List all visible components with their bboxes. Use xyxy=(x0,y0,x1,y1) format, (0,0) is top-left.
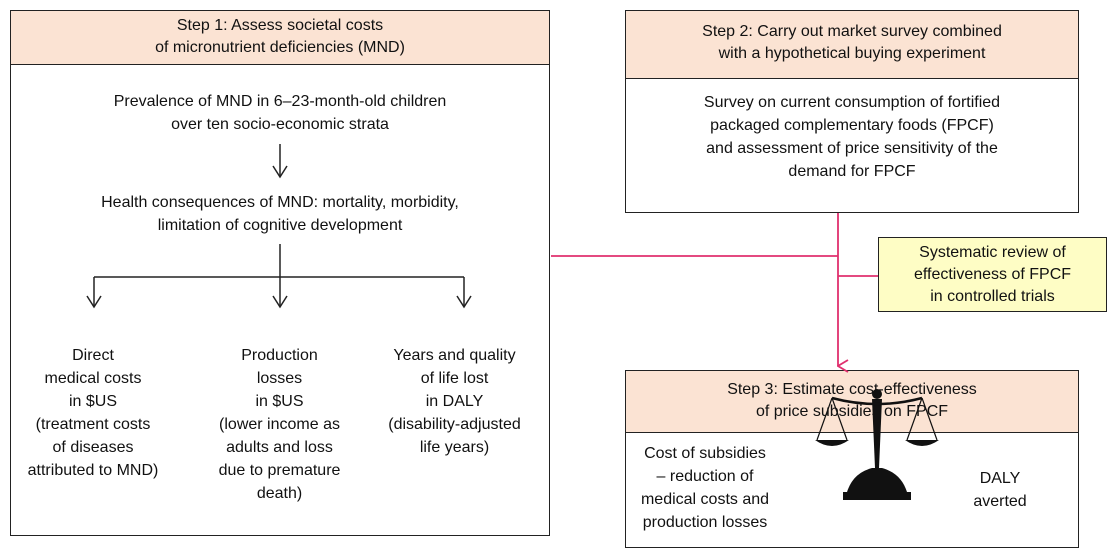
step1-header: Step 1: Assess societal costs of micronu… xyxy=(11,11,549,65)
step3-daly-averted: DALY averted xyxy=(973,470,1027,510)
branch-direct-medical-costs: Direct medical costs in $US (treatment c… xyxy=(27,347,159,479)
branch-daly-lost: Years and quality of life lost in DALY (… xyxy=(388,347,521,456)
step2-box: Step 2: Carry out market survey combined… xyxy=(625,10,1079,213)
pink-connector xyxy=(551,213,878,366)
step1-consequences: Health consequences of MND: mortality, m… xyxy=(101,194,459,234)
step1-box: Step 1: Assess societal costs of micronu… xyxy=(10,10,550,536)
step2-body: Survey on current consumption of fortifi… xyxy=(703,94,1001,180)
branch-production-losses: Production losses in $US (lower income a… xyxy=(218,347,341,502)
step3-cost-text: Cost of subsidies – reduction of medical… xyxy=(640,445,770,531)
step1-prevalence: Prevalence of MND in 6–23-month-old chil… xyxy=(113,93,447,133)
step2-header: Step 2: Carry out market survey combined… xyxy=(626,11,1078,79)
step3-box: Step 3: Estimate cost-effectiveness of p… xyxy=(625,370,1079,548)
step3-header: Step 3: Estimate cost-effectiveness of p… xyxy=(626,371,1078,433)
systematic-review-box: Systematic review of effectiveness of FP… xyxy=(878,237,1107,312)
